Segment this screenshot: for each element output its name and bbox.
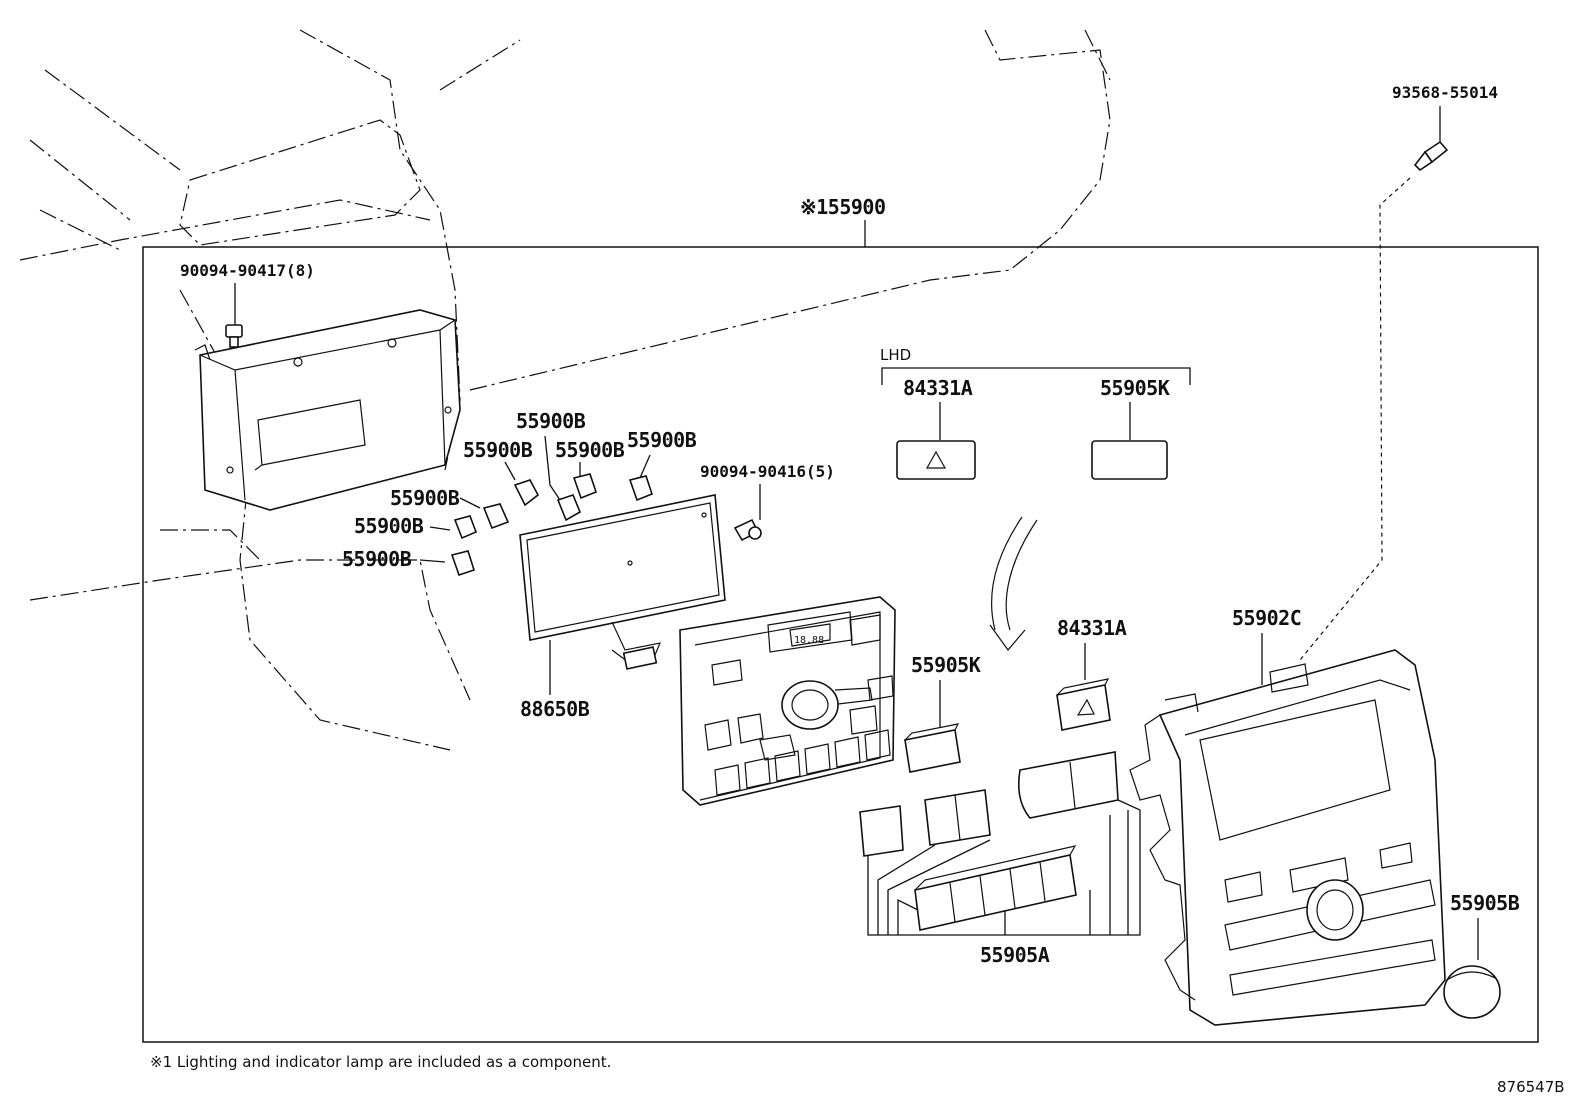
screw-mid-label: 90094-90416(5) bbox=[700, 462, 835, 481]
buttons-a-leader-lines bbox=[867, 799, 1141, 936]
front-panel bbox=[1129, 649, 1446, 1026]
circuit-board bbox=[519, 494, 726, 670]
lamp-icon-4 bbox=[628, 475, 653, 502]
lamp-icon-5 bbox=[482, 503, 510, 530]
circuit-board-label: 88650B bbox=[520, 697, 590, 721]
screw-left-icon bbox=[225, 324, 243, 348]
screw-top-label: 93568-55014 bbox=[1392, 83, 1498, 102]
diagram-code: 876547B bbox=[1497, 1078, 1565, 1096]
knob-b-icon bbox=[1443, 965, 1501, 1019]
lamp-group: 55900B 55900B 55900B 55900B 55900B 55900… bbox=[342, 409, 697, 577]
lamp-icon-7 bbox=[450, 550, 475, 577]
lamp-icon-2 bbox=[556, 494, 582, 522]
screw-left-label: 90094-90417(8) bbox=[180, 261, 315, 280]
control-module: 18.88 bbox=[679, 596, 896, 806]
lamp-label-2: 55900B bbox=[463, 438, 533, 462]
knob-k-icon bbox=[904, 723, 961, 773]
lamp-label-5: 55900B bbox=[390, 486, 460, 510]
lamp-label-3: 55900B bbox=[555, 438, 625, 462]
lamp-label-7: 55900B bbox=[342, 547, 412, 571]
footnote: ※1 Lighting and indicator lamp are inclu… bbox=[150, 1053, 611, 1071]
lhd-hazard-switch-icon bbox=[896, 440, 976, 480]
screw-mid-icon bbox=[733, 518, 762, 542]
panel-label: 55902C bbox=[1232, 606, 1301, 630]
assembly-label: ※155900 bbox=[800, 195, 886, 219]
svg-text:18.88: 18.88 bbox=[794, 635, 824, 646]
lhd-header: LHD bbox=[880, 346, 911, 364]
lamp-label-4: 55900B bbox=[627, 428, 697, 452]
lamp-icon-3 bbox=[572, 473, 597, 500]
housing-box bbox=[194, 309, 461, 511]
buttons-a-group bbox=[859, 751, 1119, 931]
lhd-blank-switch-icon bbox=[1091, 440, 1168, 480]
knob-k-label: 55905K bbox=[911, 653, 981, 677]
assembly-frame bbox=[142, 246, 1539, 1043]
down-arrow-icon bbox=[989, 516, 1038, 651]
lamp-label-6: 55900B bbox=[354, 514, 424, 538]
lamp-label-1: 55900B bbox=[516, 409, 586, 433]
buttons-a-label: 55905A bbox=[980, 943, 1050, 967]
lamp-icon-1 bbox=[513, 479, 540, 507]
knob-b-label: 55905B bbox=[1450, 891, 1520, 915]
lamp-icon-6 bbox=[453, 515, 478, 540]
screw-top-icon bbox=[1413, 140, 1449, 172]
lhd-hazard-label: 84331A bbox=[903, 376, 973, 400]
lhd-blank-label: 55905K bbox=[1100, 376, 1170, 400]
hazard-switch-icon bbox=[1056, 678, 1111, 731]
hazard-label: 84331A bbox=[1057, 616, 1127, 640]
